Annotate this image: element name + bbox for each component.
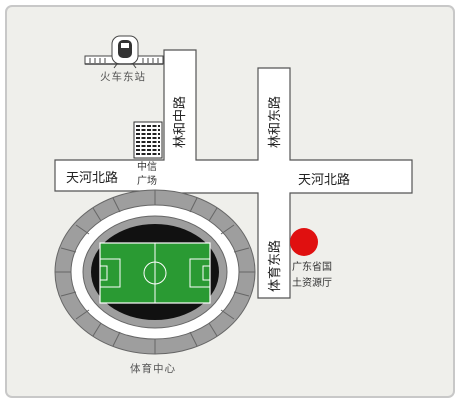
railway-station-label: 火车东站 (100, 70, 146, 83)
road-label-linhe-middle: 林和中路 (172, 96, 188, 148)
sports-center-label: 体育中心 (130, 362, 176, 375)
railway-station-icon (84, 35, 164, 69)
destination-label-1: 广东省国 (292, 260, 332, 273)
road-label-tianhe-north-west: 天河北路 (66, 170, 118, 186)
destination-label-2: 土资源厅 (292, 276, 332, 289)
road-label-linhe-east: 林和东路 (267, 96, 283, 148)
road-label-tianhe-north-east: 天河北路 (298, 172, 350, 188)
road-label-tiyu-east: 体育东路 (267, 240, 283, 292)
location-marker-icon[interactable] (290, 228, 318, 256)
citic-plaza-label-2: 广场 (137, 174, 157, 187)
stadium-icon (54, 189, 256, 355)
citic-plaza-label-1: 中信 (137, 160, 157, 173)
building-icon (133, 121, 163, 159)
road-network (54, 49, 413, 299)
map-frame (5, 5, 455, 398)
